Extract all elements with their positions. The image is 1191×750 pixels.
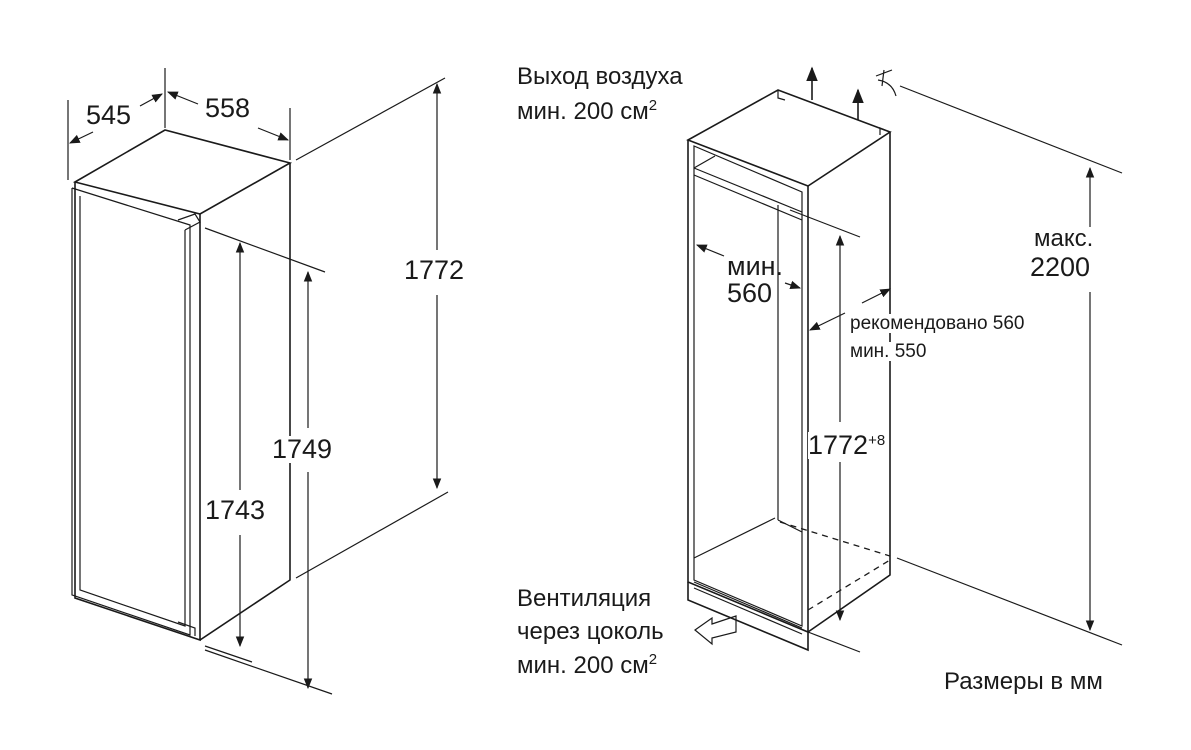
height-1749-dimension: 1749 — [272, 434, 333, 464]
min-width-value: 560 — [727, 278, 773, 308]
ventilation-area-text: мин. 200 см — [517, 652, 649, 679]
min-width-label: мин. — [727, 251, 784, 281]
niche-height: 1772+8 — [808, 430, 886, 460]
ventilation-via-plinth: через цоколь — [517, 618, 664, 645]
niche-dimension-lines — [695, 85, 1123, 653]
fridge-outline — [71, 129, 293, 642]
air-outlet-area-text: мин. 200 см — [517, 98, 649, 125]
ventilation-label: Вентиляция — [517, 585, 652, 612]
air-outlet-area: мин. 200 см2 — [517, 97, 658, 125]
niche-outline — [686, 89, 892, 652]
ventilation-area: мин. 200 см2 — [517, 651, 658, 679]
air-outlet-area-sup: 2 — [648, 97, 658, 114]
recommended-depth: рекомендовано 560 — [850, 313, 1025, 334]
ventilation-area-sup: 2 — [648, 651, 658, 668]
air-outlet-label: Выход воздуха — [517, 63, 683, 90]
fridge-dimension-lines — [67, 68, 449, 695]
airflow-up-arrows — [806, 66, 864, 120]
niche-height-value: 1772 — [808, 430, 869, 460]
units-note: Размеры в мм — [944, 668, 1103, 695]
height-1743-dimension: 1743 — [205, 495, 266, 525]
max-height-label: макс. — [1034, 225, 1094, 252]
niche-height-tolerance: +8 — [868, 432, 886, 449]
ventilation-arrow-icon — [694, 615, 737, 646]
width-dimension: 558 — [205, 93, 251, 123]
max-height-value: 2200 — [1030, 252, 1091, 282]
min-depth: мин. 550 — [850, 341, 927, 362]
depth-dimension: 545 — [86, 100, 132, 130]
max-height-marker-icon — [875, 69, 897, 97]
total-height-dimension: 1772 — [404, 255, 465, 285]
